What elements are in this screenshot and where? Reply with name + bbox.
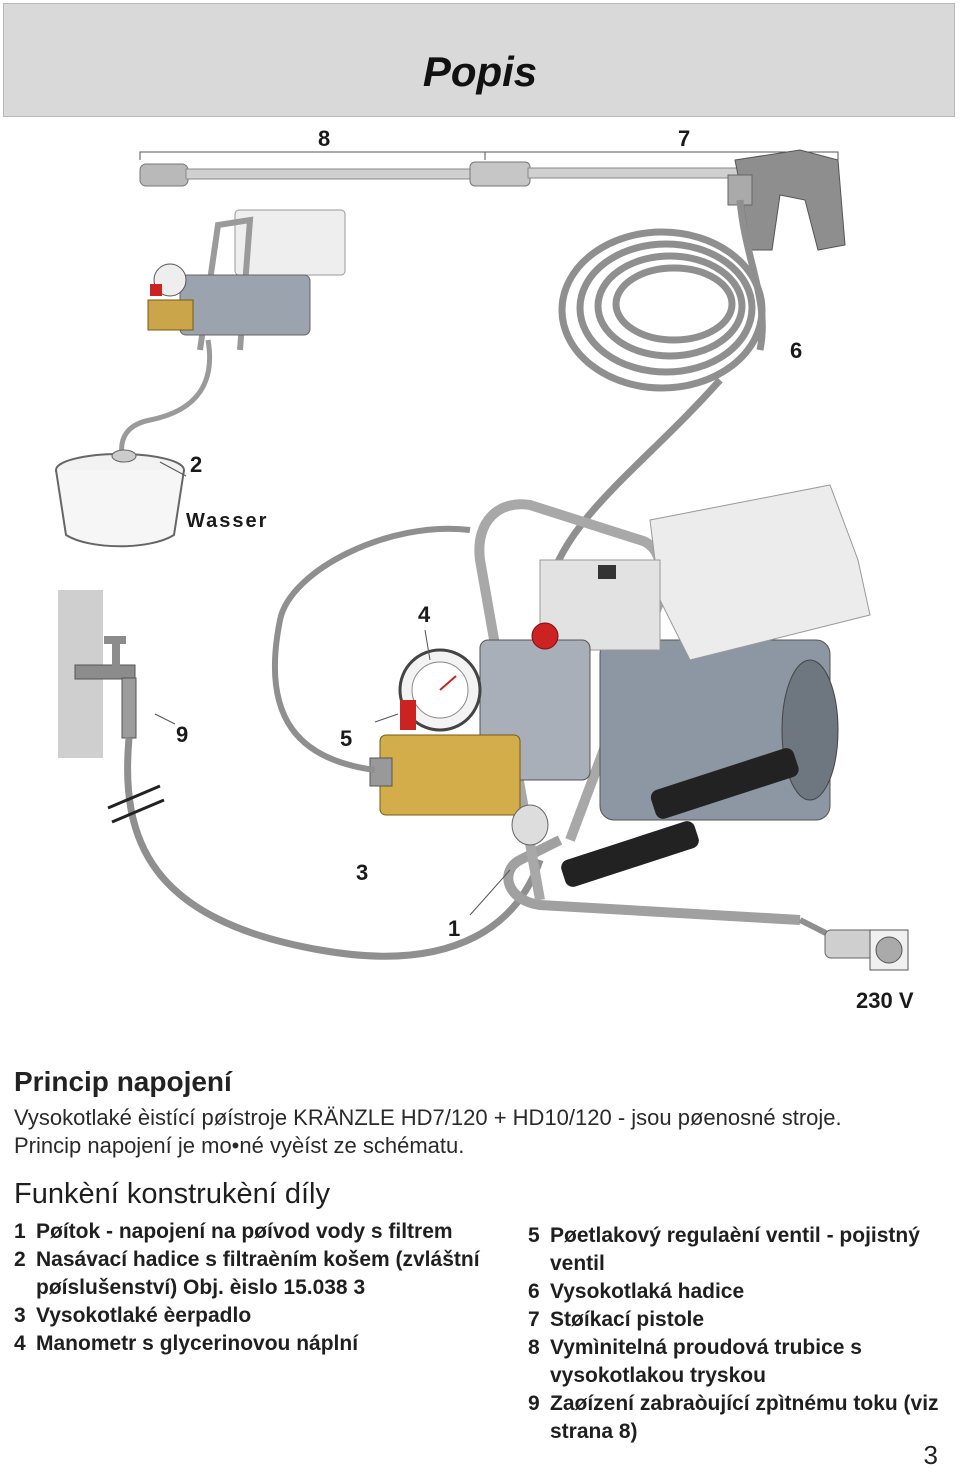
item-text: Vymìnitelná proudová trubice s vysokotla… — [550, 1336, 862, 1387]
callout-6: 6 — [790, 338, 803, 363]
item-text: Nasávací hadice s filtraèním košem (zvlá… — [36, 1248, 480, 1299]
callout-9: 9 — [176, 722, 189, 747]
item-text: Zaøízení zabraòující zpìtnému toku (viz … — [550, 1392, 939, 1443]
item-number: 8 — [528, 1336, 540, 1359]
list-item: 3 Vysokotlaké èerpadlo — [14, 1302, 494, 1330]
list-item: 5 Pøetlakový regulaèní ventil - pojistný … — [528, 1222, 948, 1278]
list-item: 9 Zaøízení zabraòující zpìtnému toku (viz… — [528, 1390, 948, 1446]
item-text: Vysokotlaké èerpadlo — [36, 1304, 252, 1327]
callout-3: 3 — [356, 860, 369, 885]
list-item: 7 Støíkací pistole — [528, 1306, 948, 1334]
callout-voltage: 230 V — [856, 988, 914, 1013]
parts-list-right: 5 Pøetlakový regulaèní ventil - pojistný … — [528, 1222, 948, 1446]
callout-1: 1 — [448, 916, 461, 941]
item-text: Vysokotlaká hadice — [550, 1280, 745, 1303]
principle-text: Vysokotlaké èistící pøístroje KRÄNZLE HD… — [14, 1105, 842, 1158]
header-band — [3, 3, 955, 117]
page-title: Popis — [422, 48, 538, 95]
item-text: Pøetlakový regulaèní ventil - pojistný v… — [550, 1224, 920, 1275]
item-text: Manometr s glycerinovou náplní — [36, 1332, 359, 1355]
item-number: 3 — [14, 1304, 26, 1327]
parts-list-left: 1 Pøítok - napojení na pøívod vody s filt… — [14, 1218, 494, 1358]
list-item: 1 Pøítok - napojení na pøívod vody s filt… — [14, 1218, 494, 1246]
item-number: 4 — [14, 1332, 26, 1355]
pressure-washer-illustration — [55, 149, 909, 971]
callout-wasser: Wasser — [186, 510, 269, 532]
item-text: Støíkací pistole — [550, 1308, 705, 1331]
item-number: 2 — [14, 1248, 26, 1271]
item-text: Pøítok - napojení na pøívod vody s filtr… — [36, 1220, 453, 1243]
parts-heading: Funkèní konstrukèní díly — [14, 1178, 330, 1210]
callout-8: 8 — [318, 126, 331, 151]
item-number: 1 — [14, 1220, 26, 1243]
list-item: 2 Nasávací hadice s filtraèním košem (zvl… — [14, 1246, 494, 1302]
callout-2: 2 — [190, 452, 203, 477]
item-number: 9 — [528, 1392, 540, 1415]
page-number: 3 — [923, 1440, 938, 1470]
callout-4: 4 — [418, 602, 431, 627]
list-item: 8 Vymìnitelná proudová trubice s vysokotl… — [528, 1334, 948, 1390]
principle-heading: Princip napojení — [14, 1066, 232, 1097]
callout-7: 7 — [678, 126, 691, 151]
item-number: 6 — [528, 1280, 540, 1303]
callout-5: 5 — [340, 726, 353, 751]
item-number: 7 — [528, 1308, 540, 1331]
list-item: 4 Manometr s glycerinovou náplní — [14, 1330, 494, 1358]
list-item: 6 Vysokotlaká hadice — [528, 1278, 948, 1306]
item-number: 5 — [528, 1224, 540, 1247]
